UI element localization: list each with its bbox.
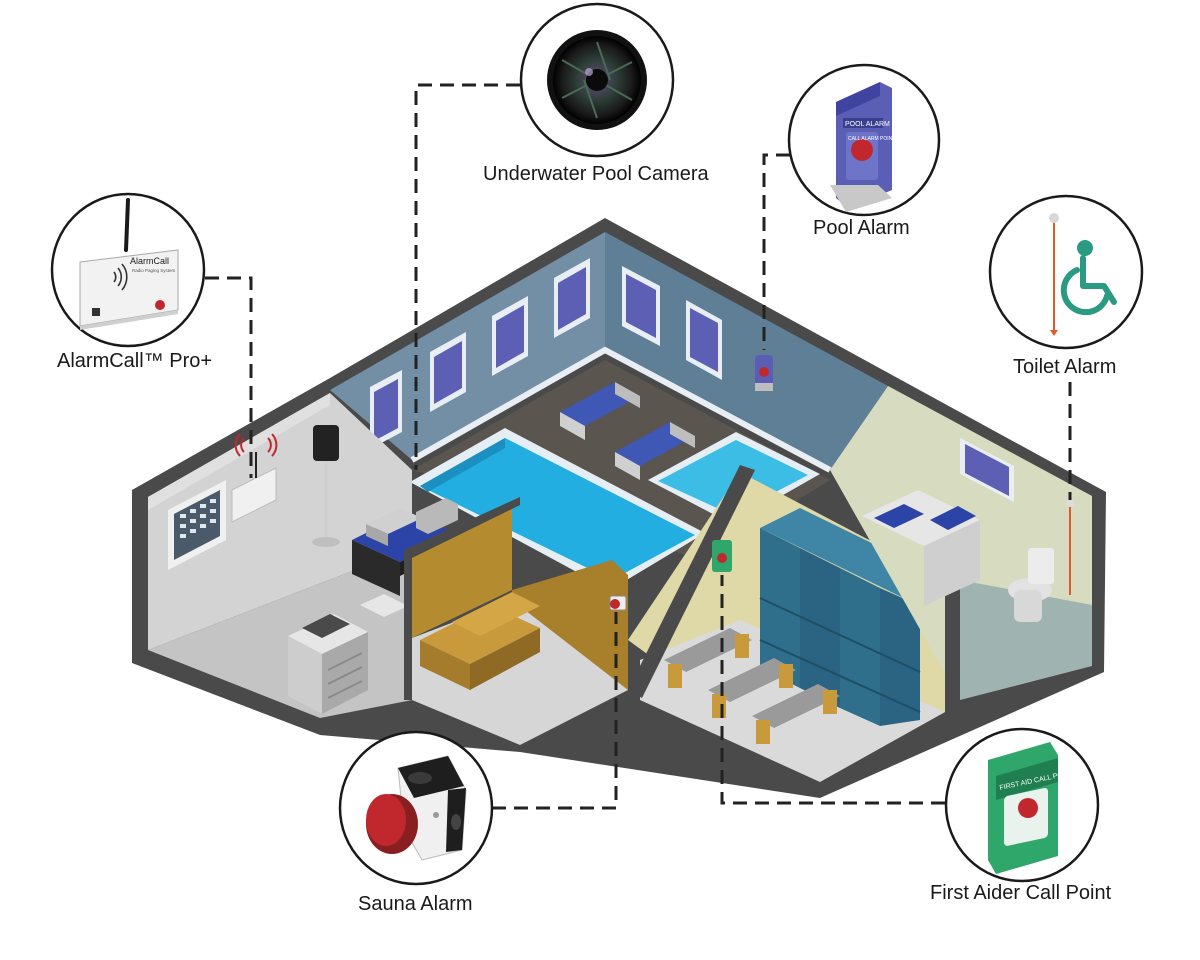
sauna-alarm-icon (338, 730, 494, 886)
office-left-wall (148, 393, 330, 510)
small-pool-water (658, 440, 808, 515)
sauna-back-wall (412, 503, 512, 638)
sun-loungers (560, 382, 695, 480)
floor-lamp (312, 425, 340, 547)
office-wall-panel (168, 480, 226, 570)
pool-alarm-wall-unit (755, 355, 773, 391)
pull-cord-wall (1066, 499, 1074, 595)
alarmcall-unit-icon: AlarmCall Radio Paging System (50, 192, 206, 348)
photocopier (288, 614, 368, 714)
changing-divider (628, 465, 755, 698)
main-pool-water (420, 438, 695, 580)
pool-alarm-icon: POOL ALARM CALL ALARM POINT (787, 63, 941, 217)
alarmcall-wall-unit (231, 433, 278, 523)
first-aid-call-point-icon: FIRST AID CALL POINT (944, 727, 1100, 883)
label-pool-alarm: Pool Alarm (813, 217, 910, 239)
pool-alarm-sub-text: CALL ALARM POINT (848, 136, 895, 142)
wheelchair-icon (988, 194, 1144, 350)
office-back-wall (148, 393, 412, 650)
pool-wall-trim (410, 346, 832, 473)
sinks (862, 490, 980, 606)
main-pool-edge (420, 438, 505, 492)
connector-camera (414, 83, 520, 470)
label-underwater-pool-camera: Underwater Pool Camera (483, 163, 709, 185)
toilet (1008, 548, 1054, 622)
alarmcall-brand-text: AlarmCall (130, 256, 169, 266)
changing-benches (664, 628, 840, 744)
pool-hall-right-wall (605, 232, 888, 470)
first-aid-wall-unit (712, 540, 732, 572)
sauna-alarm-wall-unit (609, 595, 627, 611)
toilet-floor (960, 580, 1092, 700)
alarmcall-sub-text: Radio Paging System (132, 268, 176, 273)
camera-icon (519, 2, 675, 158)
label-toilet-alarm: Toilet Alarm (1013, 356, 1117, 378)
lockers (759, 508, 935, 726)
connector-alarmcall (205, 276, 253, 478)
label-alarmcall-pro: AlarmCall™ Pro+ (57, 350, 213, 372)
building (132, 218, 1106, 798)
connector-first-aider (720, 575, 945, 805)
connector-lines (205, 83, 1072, 810)
label-sauna-alarm: Sauna Alarm (358, 893, 473, 915)
pool-windows (370, 258, 722, 449)
sauna-right-wall (512, 560, 628, 690)
label-first-aider-call-point: First Aider Call Point (930, 882, 1112, 904)
toilet-window (960, 438, 1014, 502)
sauna-benches (420, 592, 540, 690)
toilet-divider (945, 580, 960, 712)
connector-pool-alarm (762, 153, 790, 350)
pool-alarm-band-text: POOL ALARM (845, 121, 890, 128)
connector-sauna (492, 612, 618, 810)
